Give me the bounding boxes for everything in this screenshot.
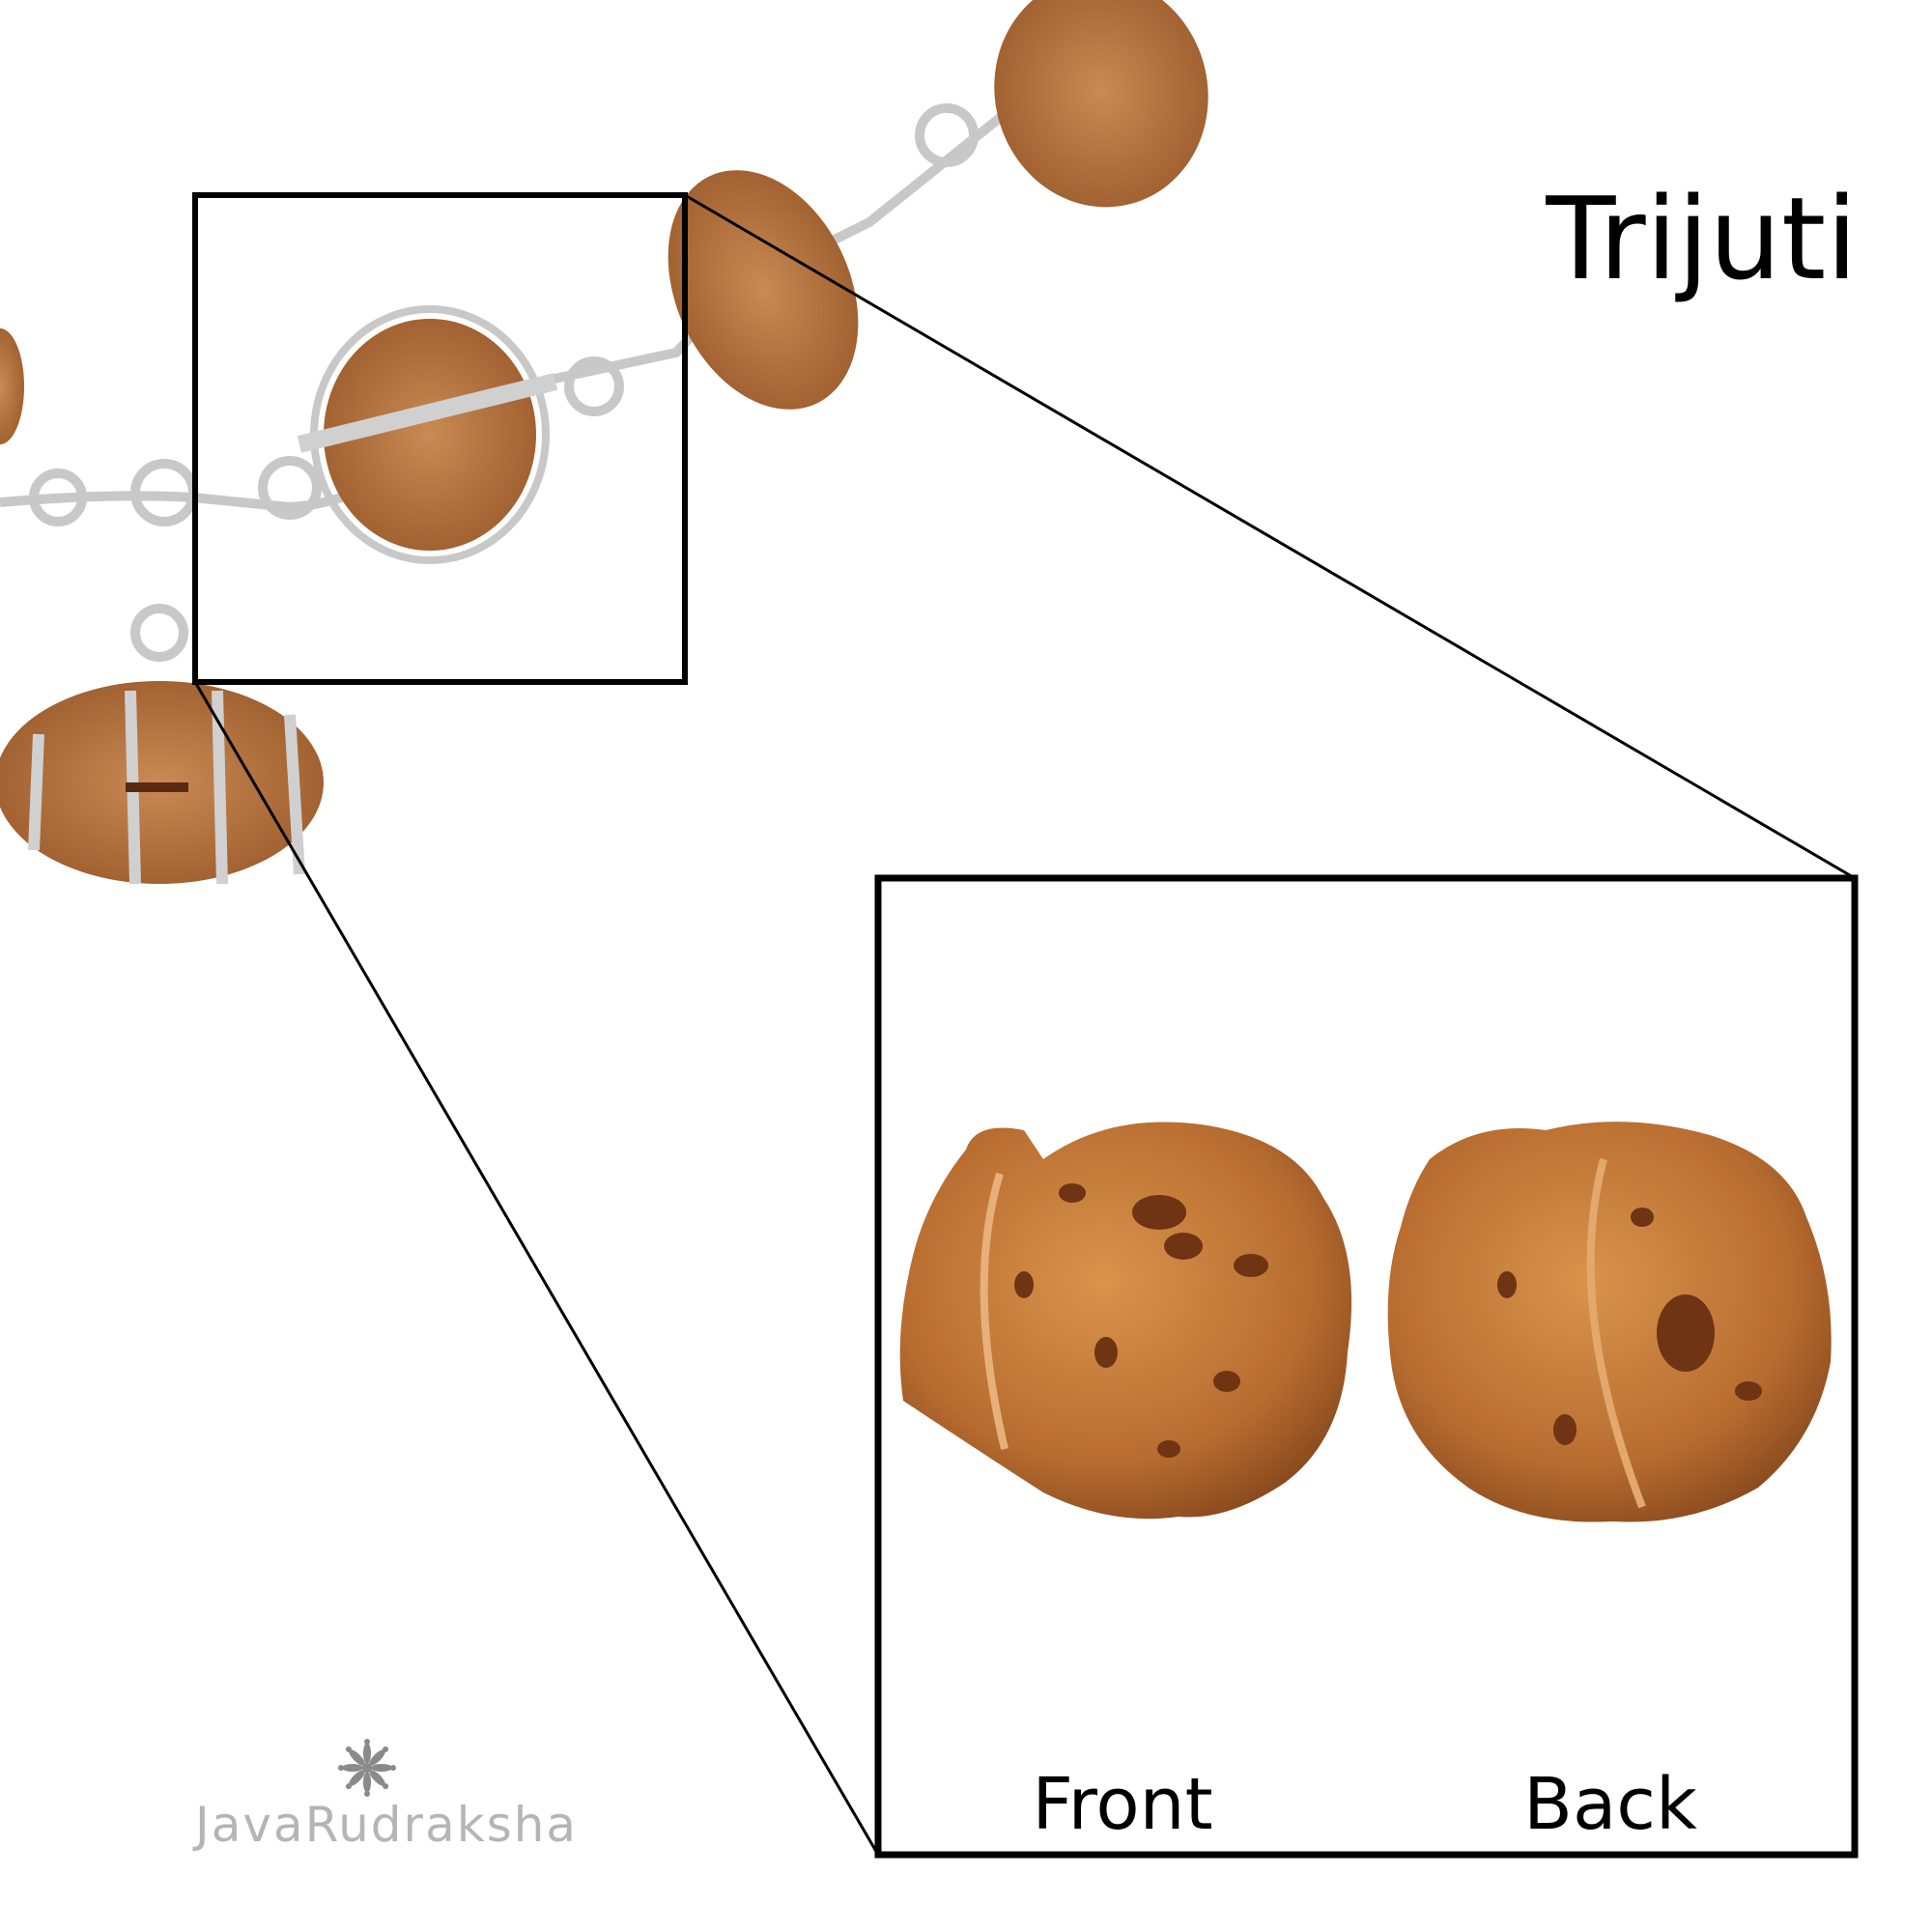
logo-flower-icon	[338, 1739, 396, 1797]
bracelet-bead-pendant	[0, 681, 324, 885]
source-highlight-box	[192, 192, 688, 685]
back-label: Back	[1523, 1763, 1697, 1846]
brand-logo-text: JavaRudraksha	[195, 1797, 579, 1853]
zoom-box	[874, 874, 1859, 1859]
bracelet-bead-caged	[297, 305, 558, 564]
bead-front-image	[899, 1122, 1352, 1520]
bead-back-image	[1387, 1122, 1832, 1522]
bracelet-bead-3	[994, 0, 1208, 208]
bracelet-bead-edge	[0, 328, 24, 444]
zoom-callout	[192, 192, 1859, 1859]
product-title: Trijuti	[1546, 172, 1858, 305]
front-label: Front	[1032, 1763, 1213, 1846]
bracelet-bead-2	[668, 170, 859, 410]
